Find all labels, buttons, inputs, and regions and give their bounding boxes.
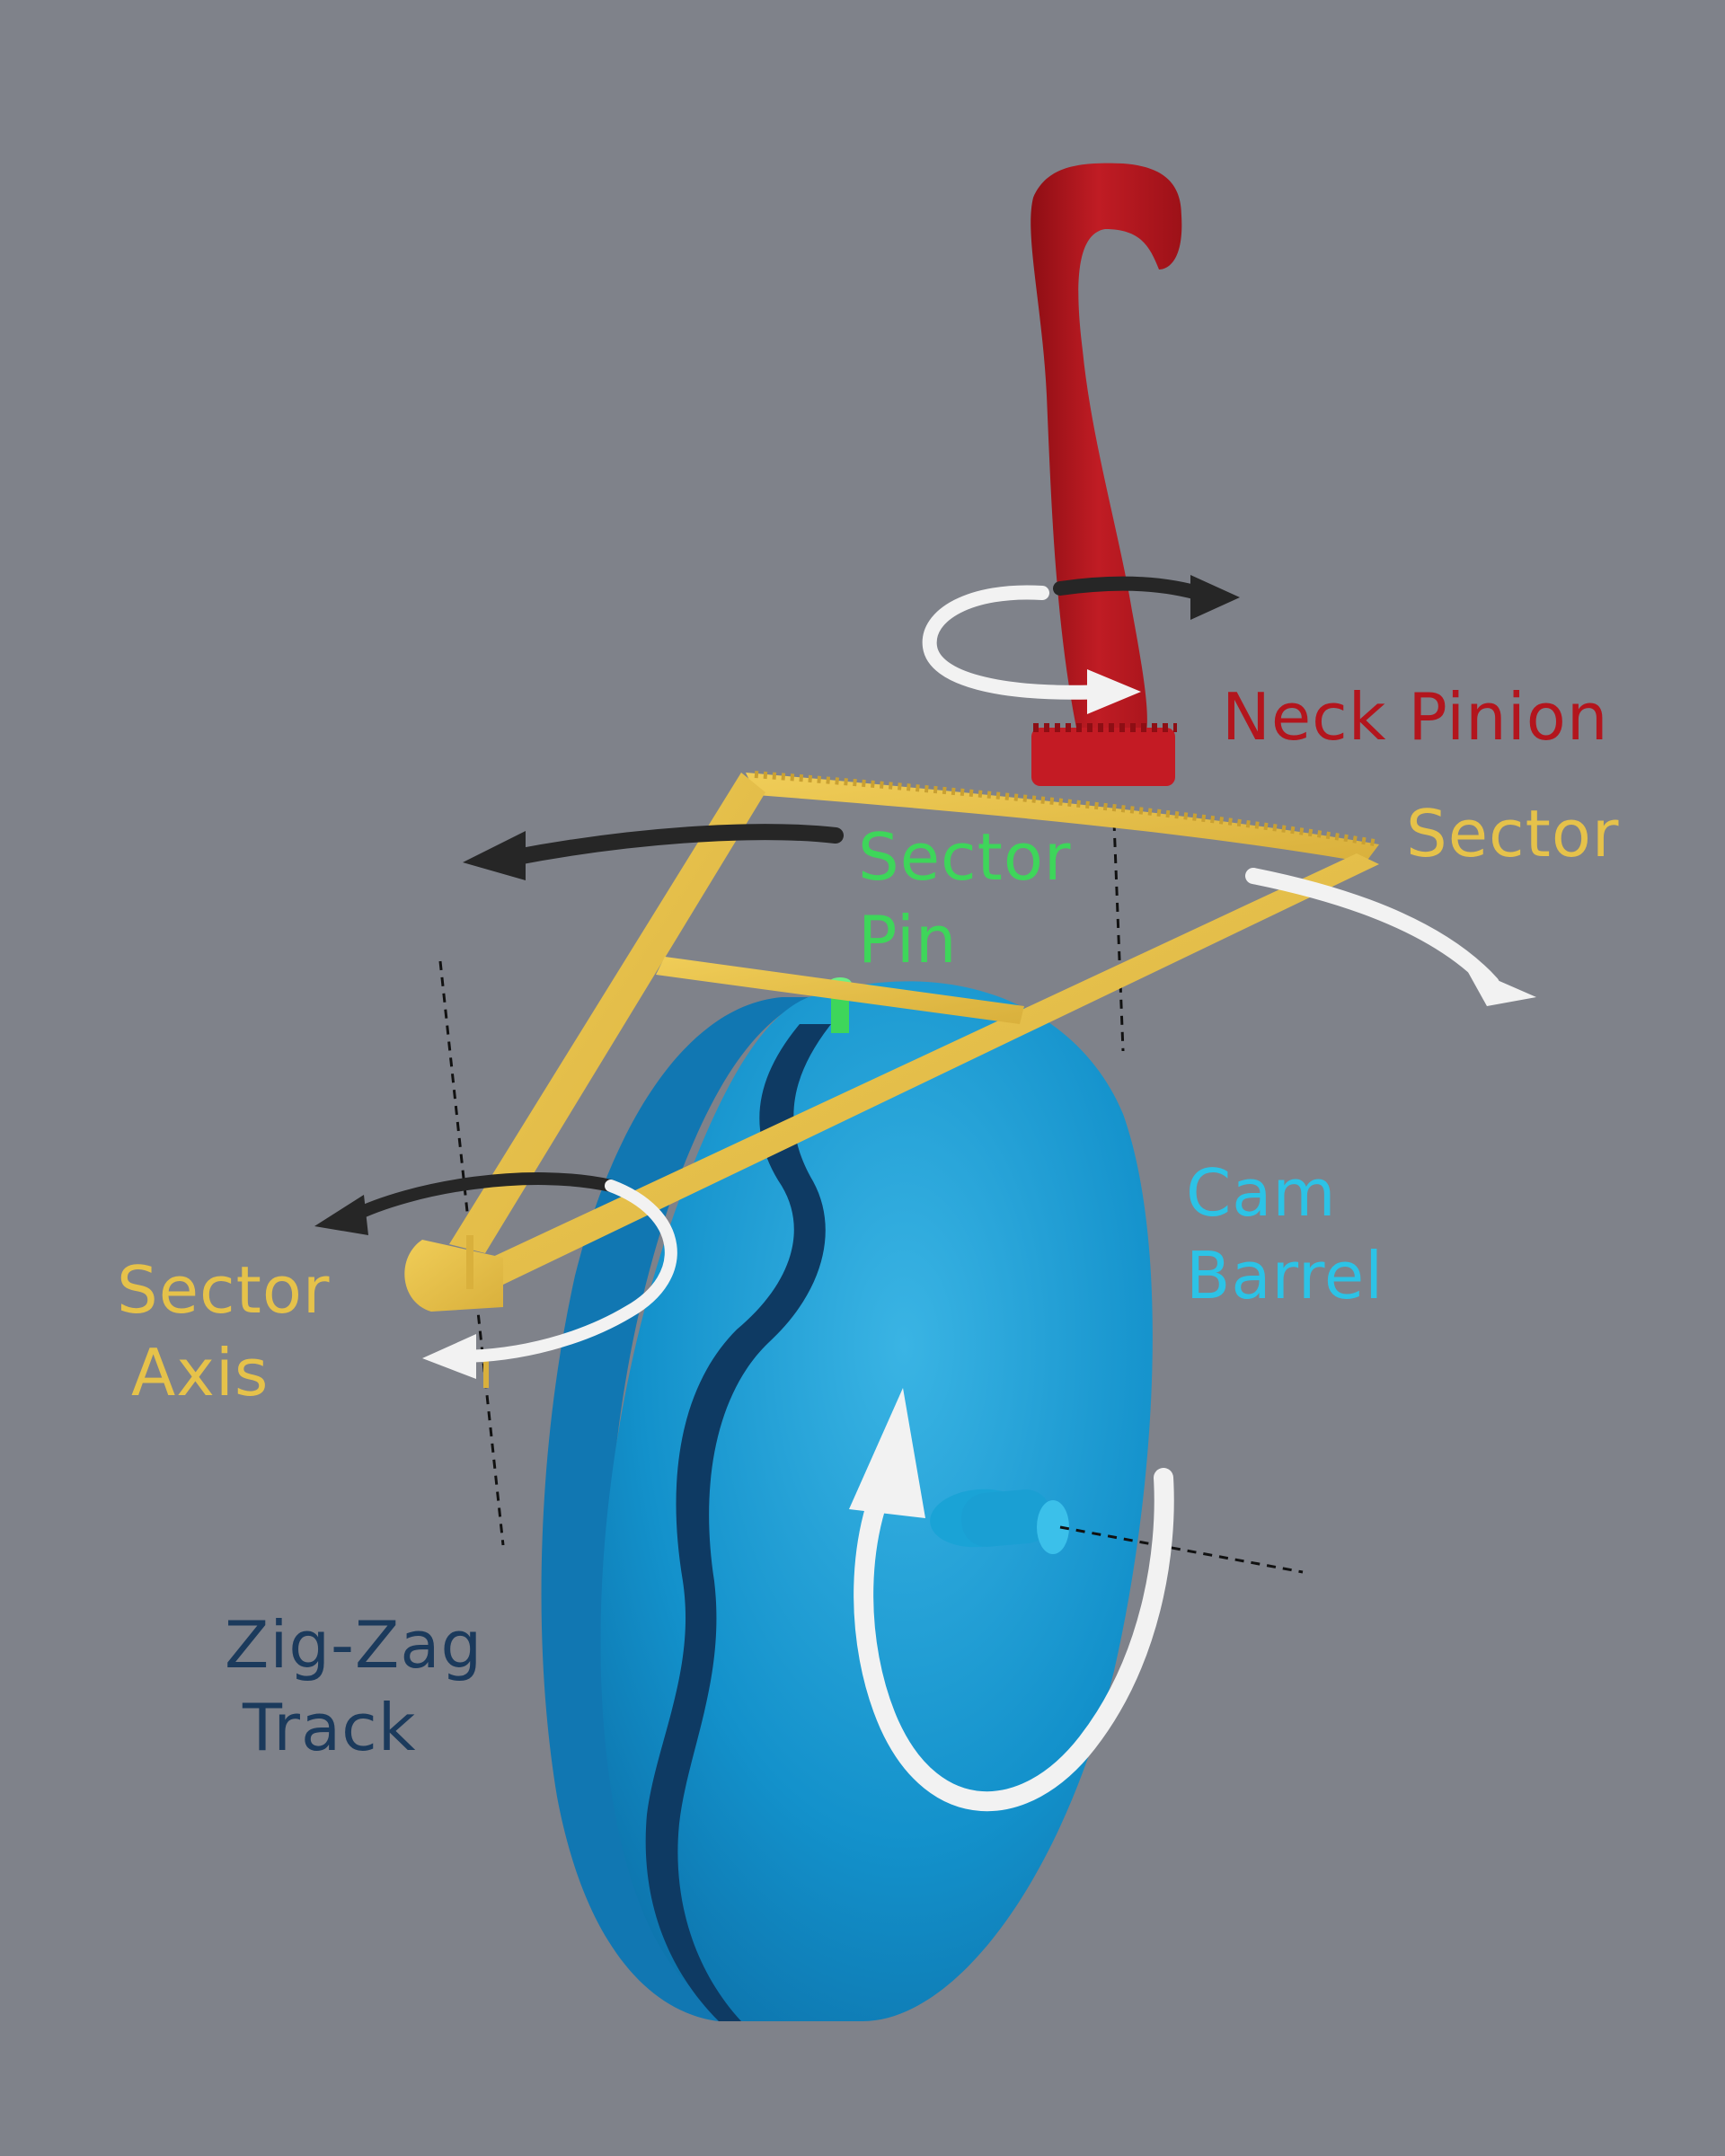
axis-rotation-arrowhead-dark [314,1195,368,1235]
sector [404,771,1379,1388]
sector-pin-label-line2: Pin [858,902,958,977]
zigzag-track-label: Zig-Zag Track [225,1604,482,1769]
cam-barrel-label-line1: Cam [1186,1155,1337,1231]
sector-swing-arrow-dark [504,824,844,866]
axis-rotation-arrow-light [452,1180,677,1363]
neck [1031,163,1182,737]
sector-swing-arrowhead-light [1464,966,1536,1006]
barrel-rotation-arrow [854,1445,1174,1812]
zigzag-track-label-line2: Track [243,1690,417,1765]
rotation-arrows [314,575,1536,1812]
pinion-gear [1031,728,1175,786]
sector-label: Sector [1406,792,1619,875]
cam-barrel [541,981,1153,2021]
axis-rotation-arrowhead-light [422,1334,476,1379]
barrel-axis-line [1059,1525,1304,1574]
zigzag-track-label-line1: Zig-Zag [225,1607,483,1683]
neck-pinion-label: Neck Pinion [1222,676,1608,758]
neck-rotation-arrowhead-dark [1190,575,1240,620]
sector-swing-arrowhead-dark [463,831,526,880]
pinion-axis-line [1112,821,1125,1052]
cam-barrel-label-line2: Barrel [1186,1238,1384,1313]
sector-label-text: Sector [1406,796,1620,871]
neck-pinion-label-text: Neck Pinion [1222,679,1609,755]
neck-rotation-arrowhead-light [1087,669,1141,714]
sector-pin-label: Sector Pin [858,816,1071,981]
sector-axis-label-line2: Axis [131,1335,270,1410]
axis-rotation-arrow-dark [344,1172,617,1224]
sector-swing-arrow-light [1245,868,1499,992]
sector-axis-label: Sector Axis [117,1249,330,1414]
barrel-rotation-arrowhead [849,1388,925,1518]
sector-pin-label-line1: Sector [858,819,1072,895]
cam-barrel-label: Cam Barrel [1186,1152,1384,1317]
neck-rotation-arrow-light [922,585,1112,700]
zigzag-track [645,1024,831,2021]
barrel-axle [960,1489,1052,1547]
sector-axis-label-line1: Sector [117,1252,331,1328]
